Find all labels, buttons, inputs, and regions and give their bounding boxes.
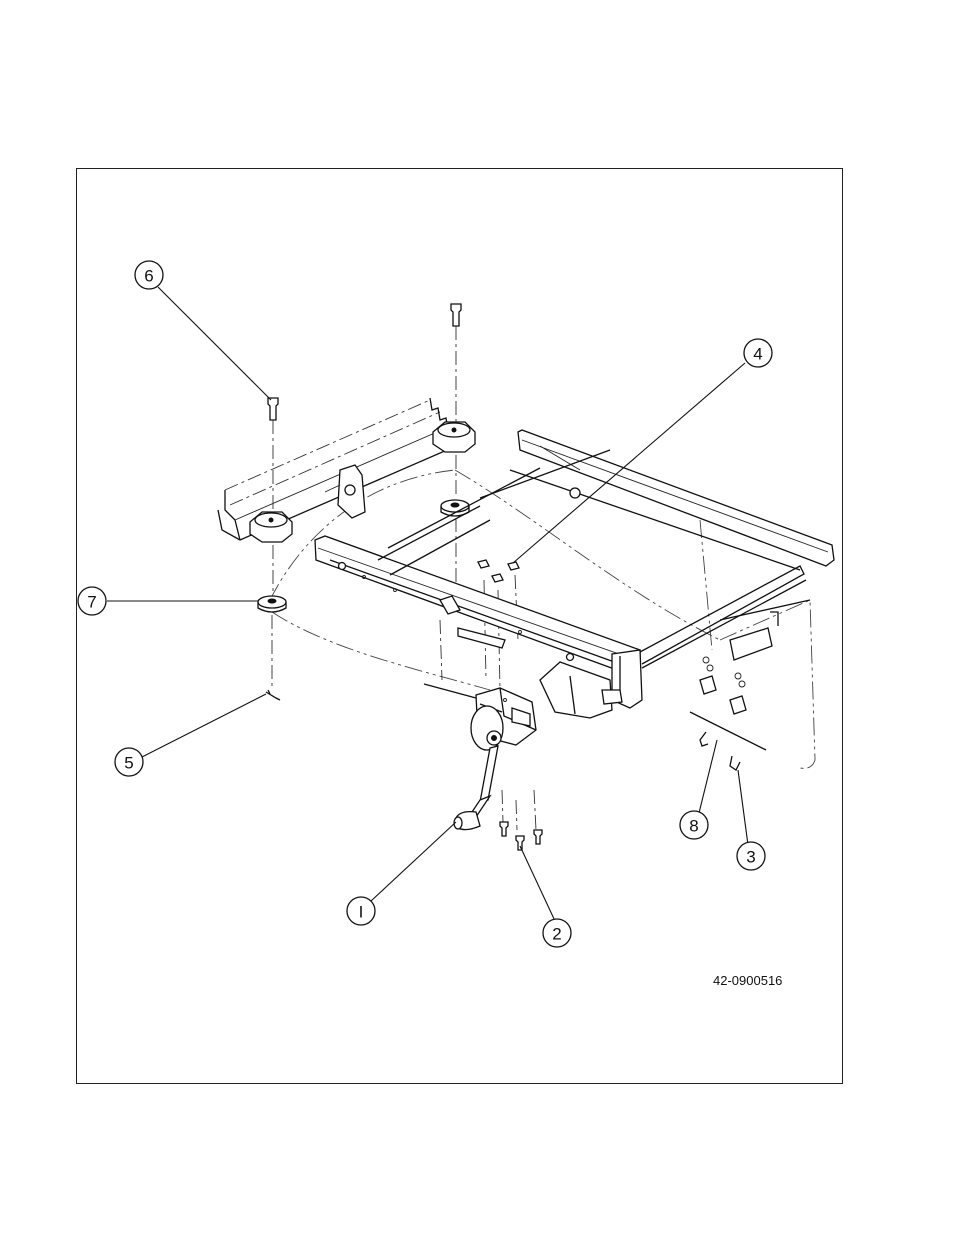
- callout-1: I: [347, 897, 375, 925]
- callout-8: 8: [680, 811, 708, 839]
- callout-5-label: 5: [124, 754, 133, 773]
- crank-winch: [424, 684, 536, 830]
- callout-1-label: I: [359, 903, 364, 922]
- upper-isolator-left: [250, 512, 292, 542]
- callout-4-label: 4: [753, 345, 762, 364]
- callout-6-label: 6: [144, 267, 153, 286]
- bolt-left: [268, 398, 278, 420]
- washer-left: [258, 596, 286, 612]
- leader-lines: [107, 287, 748, 921]
- upper-isolator-right: [433, 422, 475, 452]
- callout-7: 7: [78, 587, 106, 615]
- callout-4: 4: [744, 339, 772, 367]
- callout-3: 3: [737, 842, 765, 870]
- clevis-pin: [266, 690, 280, 700]
- bolt-center: [451, 304, 461, 326]
- callout-6: 6: [135, 261, 163, 289]
- callout-7-label: 7: [87, 593, 96, 612]
- callout-3-label: 3: [746, 848, 755, 867]
- callout-5: 5: [115, 748, 143, 776]
- callout-8-label: 8: [689, 817, 698, 836]
- clips: [700, 657, 746, 770]
- callout-2: 2: [543, 919, 571, 947]
- drawing-number: 42-0900516: [713, 973, 782, 988]
- callout-2-label: 2: [552, 925, 561, 944]
